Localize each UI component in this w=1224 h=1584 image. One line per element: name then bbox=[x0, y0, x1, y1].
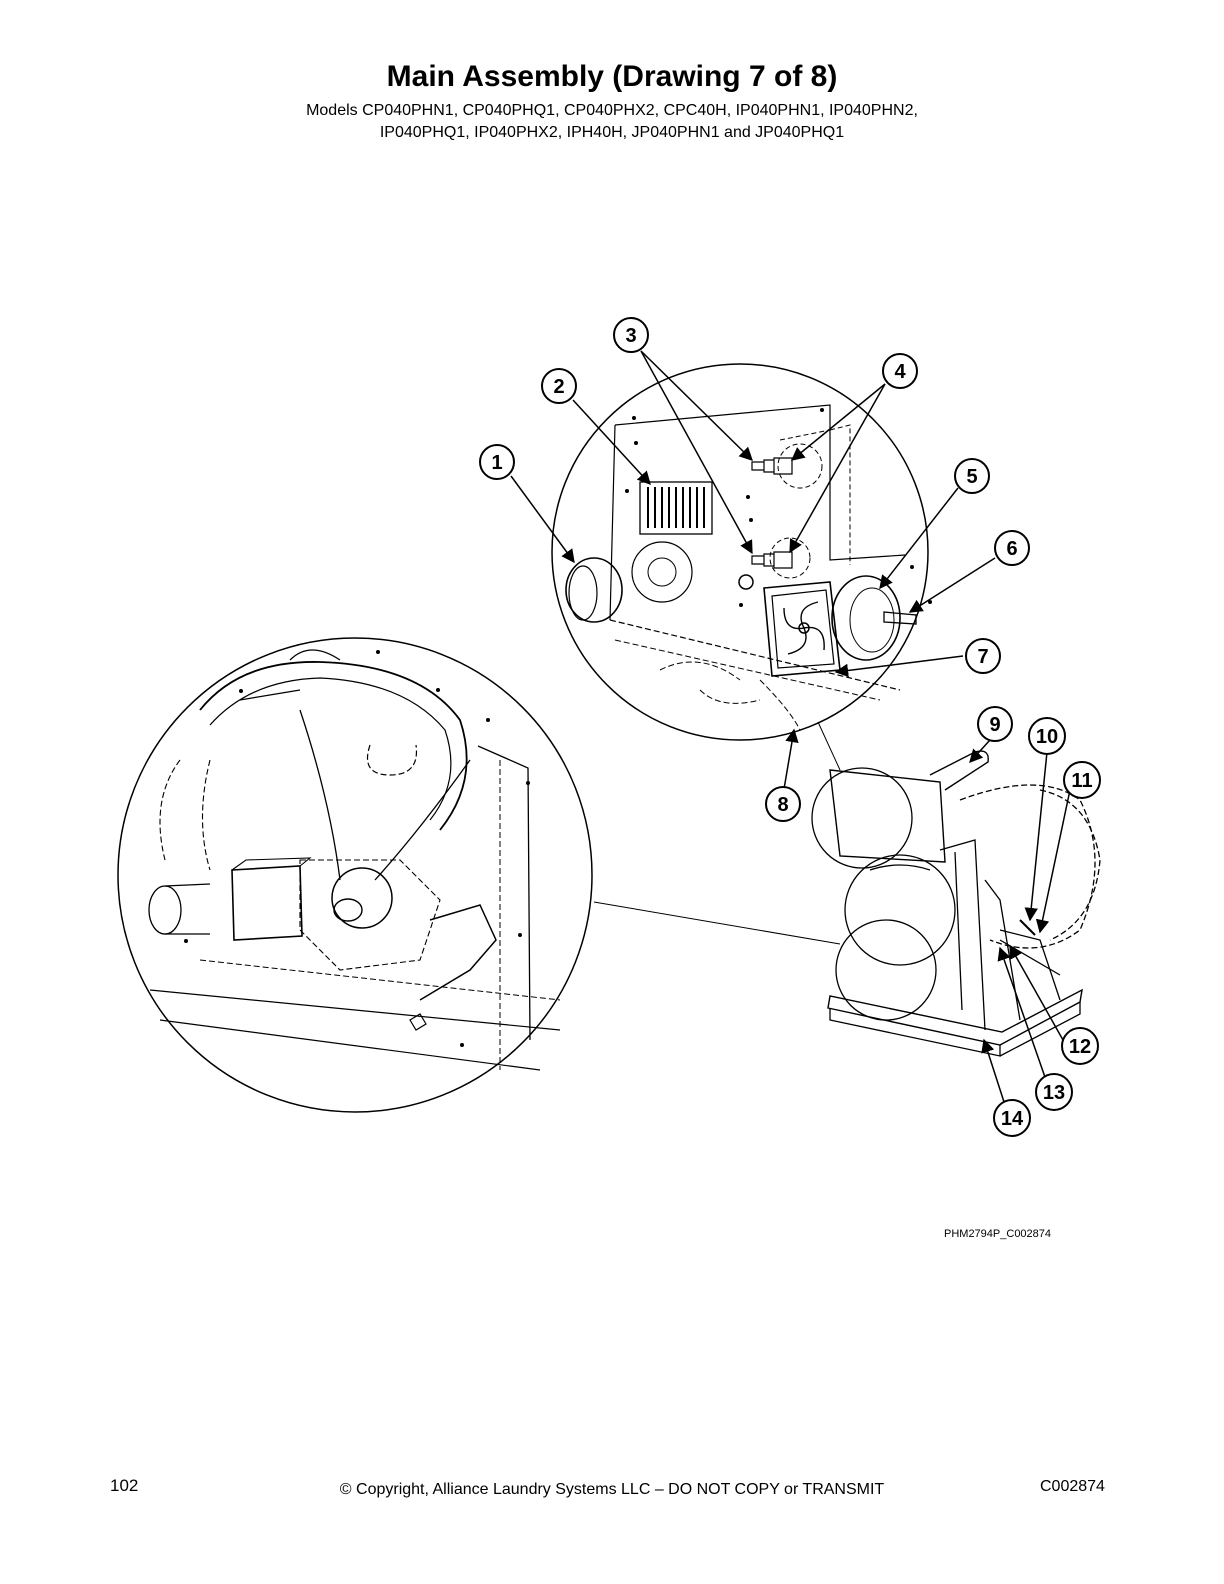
svg-text:1: 1 bbox=[491, 452, 502, 474]
callout-8: 8 bbox=[765, 786, 801, 822]
svg-text:11: 11 bbox=[1071, 770, 1092, 792]
figure-id: PHM2794P_C002874 bbox=[944, 1228, 1052, 1240]
machine-overview bbox=[827, 750, 1101, 1057]
callout-14: 14 bbox=[993, 1099, 1031, 1137]
callout-4: 4 bbox=[882, 353, 918, 389]
detail-marker-left bbox=[835, 919, 937, 1021]
svg-text:14: 14 bbox=[1001, 1108, 1024, 1130]
svg-text:9: 9 bbox=[989, 714, 1000, 736]
page-title: Main Assembly (Drawing 7 of 8) bbox=[386, 60, 838, 93]
page-number: 102 bbox=[110, 1476, 139, 1495]
svg-text:12: 12 bbox=[1069, 1036, 1091, 1058]
models-line-2: IP040PHQ1, IP040PHX2, IPH40H, JP040PHN1 … bbox=[379, 124, 845, 141]
connector-line-top bbox=[817, 721, 841, 771]
connector-line-left bbox=[593, 901, 841, 945]
svg-text:13: 13 bbox=[1043, 1082, 1065, 1104]
callout-12: 12 bbox=[1061, 1027, 1099, 1065]
svg-text:5: 5 bbox=[966, 466, 977, 488]
detail-circle-top bbox=[551, 363, 932, 741]
detail-circle-left bbox=[117, 637, 593, 1113]
callout-7: 7 bbox=[965, 638, 1001, 674]
svg-text:2: 2 bbox=[553, 376, 564, 398]
callout-6: 6 bbox=[994, 530, 1030, 566]
document-code: C002874 bbox=[1040, 1478, 1105, 1495]
callout-1: 1 bbox=[479, 444, 515, 480]
leader-arrows bbox=[510, 350, 1071, 1106]
detail-marker-top bbox=[811, 767, 913, 869]
models-line-1: Models CP040PHN1, CP040PHQ1, CP040PHX2, … bbox=[306, 102, 918, 119]
svg-text:6: 6 bbox=[1006, 538, 1017, 560]
callout-9: 9 bbox=[977, 706, 1013, 742]
callout-13: 13 bbox=[1035, 1073, 1073, 1111]
svg-text:7: 7 bbox=[977, 646, 988, 668]
svg-text:8: 8 bbox=[777, 794, 788, 816]
svg-text:10: 10 bbox=[1036, 726, 1058, 748]
callout-11: 11 bbox=[1063, 761, 1101, 799]
svg-text:4: 4 bbox=[894, 361, 906, 383]
copyright-notice: © Copyright, Alliance Laundry Systems LL… bbox=[339, 1481, 885, 1498]
callout-2: 2 bbox=[541, 368, 577, 404]
callout-3: 3 bbox=[613, 317, 649, 353]
callout-10: 10 bbox=[1028, 717, 1066, 755]
callout-5: 5 bbox=[954, 458, 990, 494]
svg-text:3: 3 bbox=[625, 325, 636, 347]
